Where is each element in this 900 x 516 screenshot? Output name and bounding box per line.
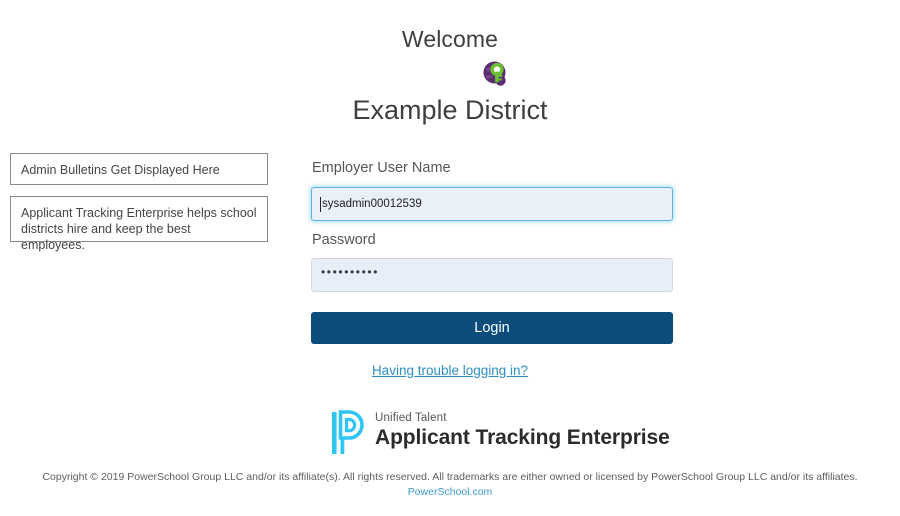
bulletin-panel: Admin Bulletins Get Displayed Here	[10, 153, 268, 185]
welcome-heading: Welcome	[401, 26, 499, 52]
bulletin-panel: Applicant Tracking Enterprise helps scho…	[10, 196, 268, 252]
username-input[interactable]: sysadmin00012539	[311, 187, 673, 221]
bulletin-text: Admin Bulletins Get Displayed Here	[21, 163, 220, 177]
powerschool-site-link[interactable]: PowerSchool.com	[407, 486, 493, 498]
password-input-value: ••••••••••	[321, 265, 380, 279]
bulletin-text: Applicant Tracking Enterprise helps scho…	[21, 206, 257, 252]
district-name-heading: Example District	[352, 95, 548, 125]
powerschool-p-icon	[331, 409, 365, 457]
product-branding: Unified Talent Applicant Tracking Enterp…	[331, 409, 670, 457]
trouble-logging-in-link[interactable]: Having trouble logging in?	[371, 363, 529, 378]
footer: Copyright © 2019 PowerSchool Group LLC a…	[0, 470, 900, 500]
password-label: Password	[312, 232, 376, 248]
brand-product-name: Applicant Tracking Enterprise	[375, 426, 670, 449]
text-caret	[320, 196, 321, 212]
copyright-text: Copyright © 2019 PowerSchool Group LLC a…	[42, 471, 858, 483]
password-input[interactable]: ••••••••••	[311, 258, 673, 292]
username-input-value: sysadmin00012539	[322, 198, 422, 210]
district-globe-key-icon	[481, 59, 511, 89]
trouble-logging-in-container: Having trouble logging in?	[0, 362, 900, 380]
login-button[interactable]: Login	[311, 312, 673, 344]
brand-superline: Unified Talent	[375, 412, 447, 424]
username-label: Employer User Name	[312, 160, 451, 176]
product-branding-text: Unified Talent Applicant Tracking Enterp…	[375, 409, 670, 450]
